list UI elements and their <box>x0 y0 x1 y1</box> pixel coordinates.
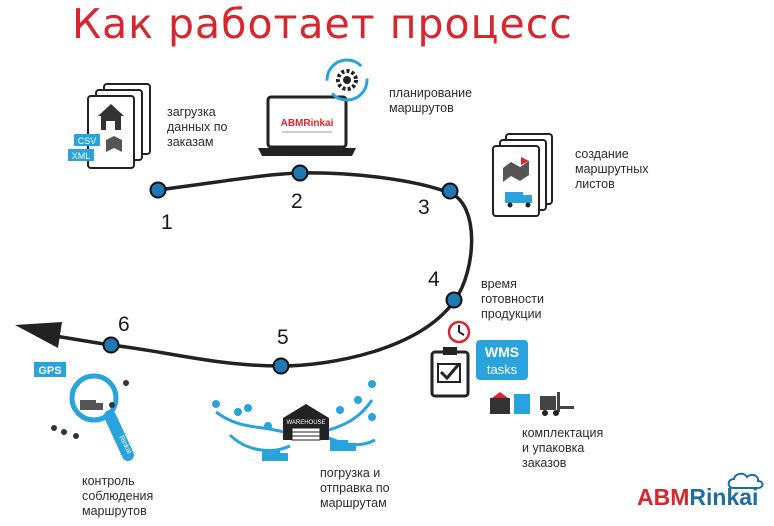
step-label-2: планирование маршрутов <box>389 86 473 115</box>
warehouse-icon: WAREHOUSE <box>283 404 329 441</box>
step-node-3 <box>441 182 459 200</box>
map-pin-icons <box>212 380 376 430</box>
step-label-6: контроль соблюдения маршрутов <box>82 474 154 518</box>
wms-badge: WMS tasks <box>476 340 528 380</box>
step-label-1: загрузка данных по заказам <box>167 105 228 149</box>
map-pin-icons-small <box>51 380 129 439</box>
cloud-logo-icon <box>727 472 764 489</box>
truck-icons <box>262 440 356 461</box>
xml-badge: XML <box>72 151 91 161</box>
step-node-2 <box>291 164 309 182</box>
laptop-icon: ABMRinkai <box>258 95 356 156</box>
brand-part-1: ABM <box>637 484 690 510</box>
picking-label: комплектация и упаковка заказов <box>522 426 604 470</box>
step-number-4: 4 <box>428 268 440 291</box>
step-number-1: 1 <box>161 211 173 234</box>
gear-sync-icon <box>325 58 369 102</box>
step-number-2: 2 <box>291 190 303 213</box>
clipboard-icon <box>430 347 470 398</box>
documents-icon: CSV XML <box>68 83 151 169</box>
gps-magnifier-icon: GPS Rinkai <box>34 362 134 461</box>
laptop-brand: ABMRinkai <box>281 118 334 129</box>
svg-text:WMS: WMS <box>485 344 519 360</box>
clock-icon <box>447 320 471 344</box>
step-node-5 <box>272 357 290 375</box>
step-number-6: 6 <box>118 313 130 336</box>
step-node-1 <box>149 181 167 199</box>
step-number-3: 3 <box>418 196 430 219</box>
svg-text:WAREHOUSE: WAREHOUSE <box>286 420 325 426</box>
csv-badge: CSV <box>78 136 97 146</box>
step-node-4 <box>445 291 463 309</box>
route-sheets-icon <box>492 133 553 217</box>
step-label-4: время готовности продукции <box>481 277 544 321</box>
svg-text:tasks: tasks <box>487 362 518 377</box>
step-number-5: 5 <box>277 326 289 349</box>
step-node-6 <box>102 336 120 354</box>
step-label-3: создание маршрутных листов <box>575 147 649 191</box>
page-title: Как работает процесс <box>72 0 573 48</box>
picking-packing-icon <box>490 392 574 416</box>
step-label-5: погрузка и отправка по маршрутам <box>320 466 390 510</box>
svg-text:GPS: GPS <box>38 365 61 377</box>
path-arrowhead <box>15 322 62 348</box>
process-path <box>53 171 474 368</box>
